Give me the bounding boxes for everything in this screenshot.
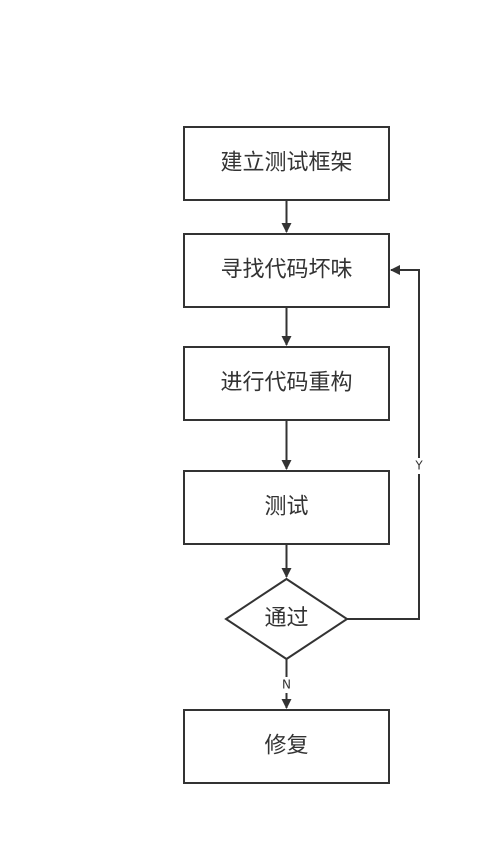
edge-yes-label-background	[412, 458, 426, 474]
node-refactor-label: 进行代码重构	[220, 371, 352, 396]
node-fix: 修复	[183, 709, 390, 784]
node-find-smell-label: 寻找代码坏味	[220, 258, 352, 283]
node-setup-box	[183, 126, 390, 201]
node-setup-test-framework: 建立测试框架	[183, 126, 390, 201]
edge-no-label: N	[282, 678, 291, 692]
edge-pass-yes-to-find-smell	[347, 265, 420, 620]
decision-pass: 通过	[224, 577, 349, 661]
node-fix-label: 修复	[264, 734, 308, 759]
node-refactor-box	[183, 346, 390, 421]
edge-yes-label: Y	[414, 459, 423, 473]
node-find-code-smell: 寻找代码坏味	[183, 233, 390, 308]
decision-pass-label: 通过	[264, 606, 308, 631]
node-fix-box	[183, 709, 390, 784]
node-find-smell-box	[183, 233, 390, 308]
node-test-label: 测试	[264, 495, 308, 520]
edge-no-label-background	[279, 677, 294, 693]
node-setup-label: 建立测试框架	[220, 151, 352, 176]
node-refactor-code: 进行代码重构	[183, 346, 390, 421]
node-test: 测试	[183, 470, 390, 545]
